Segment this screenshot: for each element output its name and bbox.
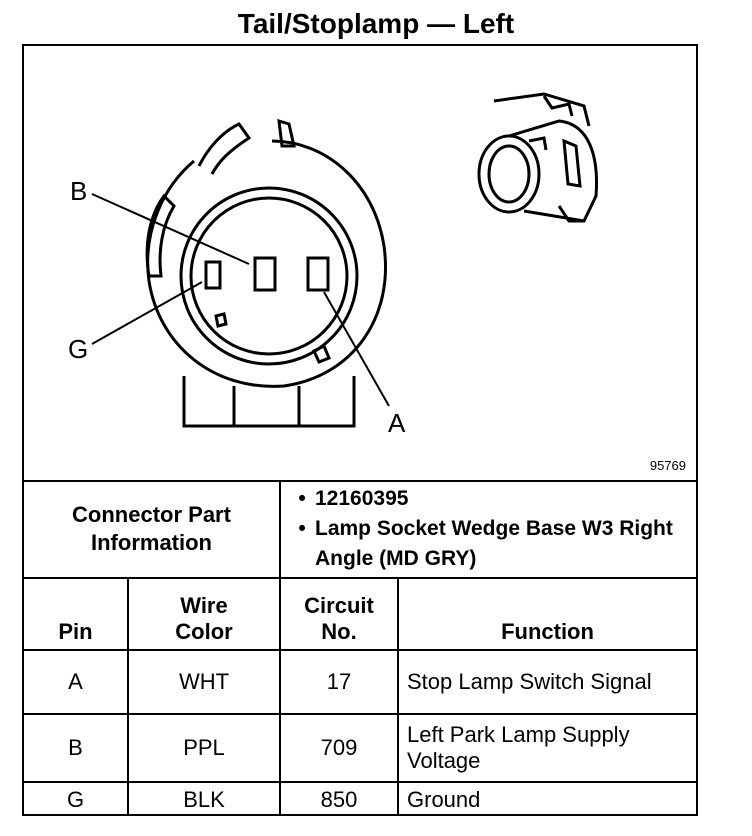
part-description-item: •Lamp Socket Wedge Base W3 Right Angle (… xyxy=(289,514,688,574)
row-b-function: Left Park Lamp Supply Voltage xyxy=(397,713,696,783)
row-a-circuit: 17 xyxy=(279,649,399,715)
row-a-function: Stop Lamp Switch Signal xyxy=(397,649,696,715)
header-pin: Pin xyxy=(24,577,129,651)
pin-label-a: A xyxy=(388,408,406,438)
connector-face-drawing xyxy=(91,92,598,428)
connector-info-values: •12160395 •Lamp Socket Wedge Base W3 Rig… xyxy=(279,480,696,579)
row-g-wire: BLK xyxy=(127,781,281,816)
row-a-pin: A xyxy=(24,649,129,715)
connector-3d-view xyxy=(477,92,598,223)
connector-diagram: B G A 95769 xyxy=(24,46,696,482)
pin-label-b: B xyxy=(70,176,88,206)
row-g-function: Ground xyxy=(397,781,696,816)
part-description: Lamp Socket Wedge Base W3 Right Angle (M… xyxy=(315,516,673,570)
pin-table: Connector Part Information •12160395 •La… xyxy=(24,480,696,816)
header-circuit: Circuit No. xyxy=(279,577,399,651)
row-g-pin: G xyxy=(24,781,129,816)
diagram-frame: B G A 95769 Connector Part Information •… xyxy=(22,44,698,816)
header-wire-color: Wire Color xyxy=(127,577,281,651)
connector-info-label-text: Connector Part Information xyxy=(72,501,231,555)
row-b-pin: B xyxy=(24,713,129,783)
row-b-wire: PPL xyxy=(127,713,281,783)
part-number: 12160395 xyxy=(315,486,409,510)
header-function: Function xyxy=(397,577,696,651)
row-g-circuit: 850 xyxy=(279,781,399,816)
diagram-title: Tail/Stoplamp — Left xyxy=(237,8,515,39)
connector-info-label: Connector Part Information xyxy=(24,480,281,579)
part-number-item: •12160395 xyxy=(289,484,688,514)
figure-number: 95769 xyxy=(649,458,686,473)
row-a-wire: WHT xyxy=(127,649,281,715)
row-b-circuit: 709 xyxy=(279,713,399,783)
pin-label-g: G xyxy=(68,334,89,364)
